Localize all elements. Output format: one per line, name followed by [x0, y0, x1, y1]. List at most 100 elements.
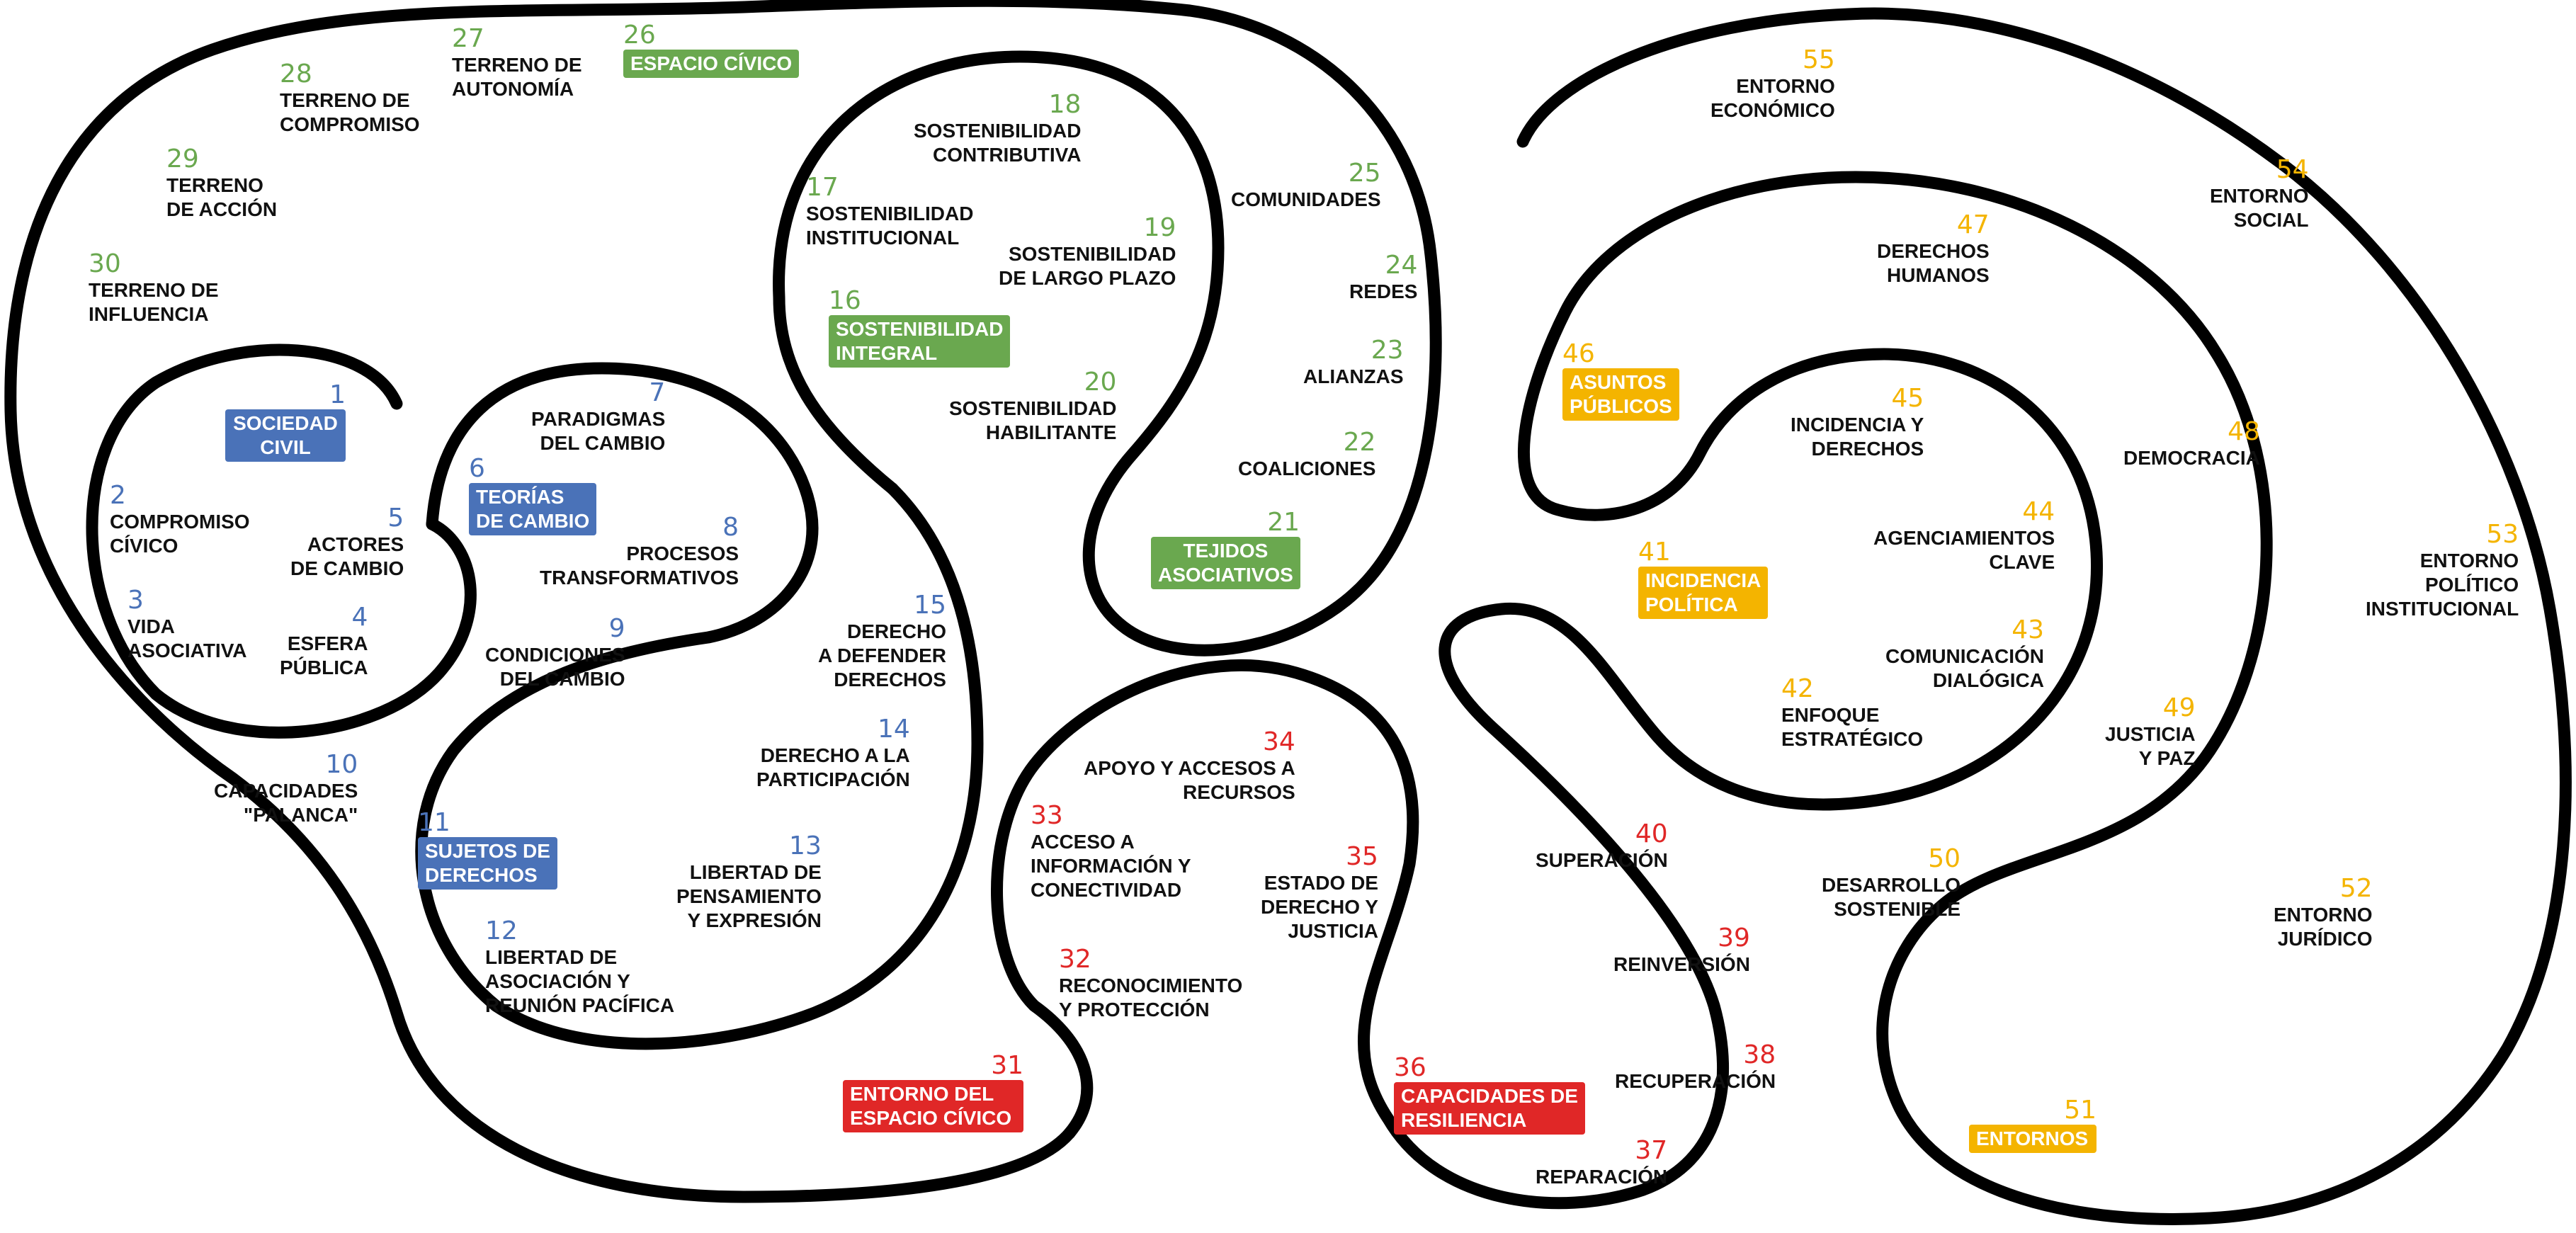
node-48-label: Democracia: [2123, 447, 2260, 469]
node-30: 30Terreno de Influencia: [89, 250, 219, 326]
node-46-number: 46: [1562, 339, 1595, 368]
node-43-label: Comunicación Dialógica: [1885, 645, 2044, 691]
node-52-label: Entorno Jurídico: [2274, 904, 2373, 950]
node-12-number: 12: [485, 916, 518, 945]
node-26-label: Espacio Cívico: [623, 50, 800, 78]
node-55: 55Entorno Económico: [1710, 46, 1835, 123]
node-55-number: 55: [1802, 45, 1835, 74]
node-11-number: 11: [418, 808, 450, 837]
node-20-label: Sostenibilidad Habilitante: [949, 397, 1117, 443]
node-26: 26Espacio Cívico: [623, 21, 800, 78]
node-29: 29Terreno de Acción: [166, 145, 277, 222]
node-5-label: Actores de Cambio: [290, 533, 404, 579]
node-27: 27Terreno de Autonomía: [452, 25, 582, 101]
node-40-label: Superación: [1536, 849, 1668, 871]
node-47: 47Derechos Humanos: [1877, 211, 1990, 288]
node-55-label: Entorno Económico: [1710, 75, 1835, 121]
node-2-number: 2: [110, 481, 126, 510]
node-35-number: 35: [1346, 842, 1378, 871]
node-29-number: 29: [166, 144, 199, 174]
node-52: 52Entorno Jurídico: [2274, 875, 2373, 951]
node-5: 5Actores de Cambio: [290, 504, 404, 581]
loop-sostenibilidad: [4, 0, 1442, 1203]
node-21: 21Tejidos Asociativos: [1151, 508, 1300, 589]
loop-sociedad-civil: [86, 343, 477, 739]
node-30-number: 30: [89, 249, 121, 278]
node-9: 9Condiciones del Cambio: [485, 615, 625, 691]
node-51: 51Entornos: [1969, 1096, 2096, 1153]
node-53-number: 53: [2486, 520, 2519, 549]
node-22: 22Coaliciones: [1238, 428, 1375, 481]
node-15-number: 15: [914, 591, 946, 620]
node-25: 25Comunidades: [1231, 159, 1381, 212]
node-17-number: 17: [806, 173, 839, 202]
node-16-number: 16: [829, 286, 861, 315]
node-49-label: Justicia y Paz: [2105, 723, 2196, 769]
node-2-label: Compromiso Cívico: [110, 511, 250, 557]
node-3: 3Vida Asociativa: [127, 586, 247, 663]
node-47-number: 47: [1956, 210, 1990, 239]
node-21-number: 21: [1267, 508, 1300, 537]
node-9-label: Condiciones del Cambio: [485, 644, 625, 690]
node-23-number: 23: [1371, 336, 1404, 365]
node-27-number: 27: [452, 24, 484, 53]
node-38-label: Recuperación: [1615, 1070, 1776, 1092]
node-21-label: Tejidos Asociativos: [1151, 537, 1300, 589]
node-4: 4Esfera Pública: [280, 603, 368, 680]
node-54-label: Entorno Social: [2210, 185, 2309, 231]
node-4-label: Esfera Pública: [280, 632, 368, 678]
node-14-label: Derecho a la Participación: [756, 744, 910, 790]
node-39-label: Reinversión: [1613, 953, 1750, 975]
node-14: 14Derecho a la Participación: [756, 715, 910, 792]
node-50-number: 50: [1928, 844, 1961, 873]
node-10-number: 10: [325, 750, 358, 779]
node-47-label: Derechos Humanos: [1877, 240, 1990, 286]
node-35: 35Estado de Derecho y Justicia: [1261, 843, 1378, 943]
node-38: 38Recuperación: [1615, 1041, 1776, 1093]
node-49-number: 49: [2162, 693, 2196, 722]
node-39: 39Reinversión: [1613, 924, 1750, 977]
node-18: 18Sostenibilidad Contributiva: [914, 91, 1081, 167]
node-46-label: Asuntos Públicos: [1562, 368, 1679, 421]
node-54-number: 54: [2276, 155, 2309, 184]
node-34-number: 34: [1262, 727, 1295, 756]
node-24-label: Redes: [1349, 280, 1418, 302]
node-48: 48Democracia: [2123, 418, 2260, 470]
node-35-label: Estado de Derecho y Justicia: [1261, 872, 1378, 942]
node-49: 49Justicia y Paz: [2105, 694, 2196, 771]
node-28-label: Terreno de Compromiso: [280, 89, 420, 135]
node-8: 8Procesos Transformativos: [540, 513, 739, 590]
node-18-label: Sostenibilidad Contributiva: [914, 120, 1082, 166]
node-22-label: Coaliciones: [1238, 458, 1376, 479]
node-37-label: Reparación: [1536, 1166, 1668, 1188]
node-32-number: 32: [1059, 945, 1091, 974]
node-39-number: 39: [1718, 924, 1750, 953]
node-3-label: Vida Asociativa: [127, 615, 247, 661]
node-42: 42Enfoque Estratégico: [1781, 675, 1923, 751]
node-1-number: 1: [329, 380, 346, 409]
node-43-number: 43: [2012, 615, 2044, 644]
node-45-number: 45: [1891, 384, 1924, 413]
node-41-number: 41: [1638, 538, 1671, 567]
loop-entorno-resiliencia: [991, 7, 2572, 1225]
node-7-number: 7: [649, 378, 666, 407]
node-20: 20Sostenibilidad Habilitante: [949, 368, 1116, 445]
node-41-label: Incidencia Política: [1638, 567, 1769, 619]
node-17: 17Sostenibilidad Institucional: [806, 174, 973, 250]
node-51-label: Entornos: [1969, 1125, 2096, 1153]
node-6-number: 6: [469, 454, 485, 483]
node-36: 36Capacidades de Resiliencia: [1394, 1054, 1585, 1135]
node-19-number: 19: [1143, 213, 1176, 242]
node-30-label: Terreno de Influencia: [89, 279, 219, 325]
node-1: 1Sociedad Civil: [225, 381, 346, 462]
node-6: 6Teorías de Cambio: [469, 454, 597, 535]
node-54: 54Entorno Social: [2210, 156, 2309, 232]
node-50-label: Desarrollo Sostenible: [1822, 874, 1961, 920]
node-28-number: 28: [280, 59, 312, 89]
node-17-label: Sostenibilidad Institucional: [806, 203, 974, 249]
node-11: 11Sujetos de Derechos: [418, 809, 557, 890]
node-53-label: Entorno Político Institucional: [2366, 550, 2519, 620]
node-34-label: Apoyo y Accesos a Recursos: [1084, 757, 1295, 803]
node-50: 50Desarrollo Sostenible: [1822, 845, 1961, 921]
